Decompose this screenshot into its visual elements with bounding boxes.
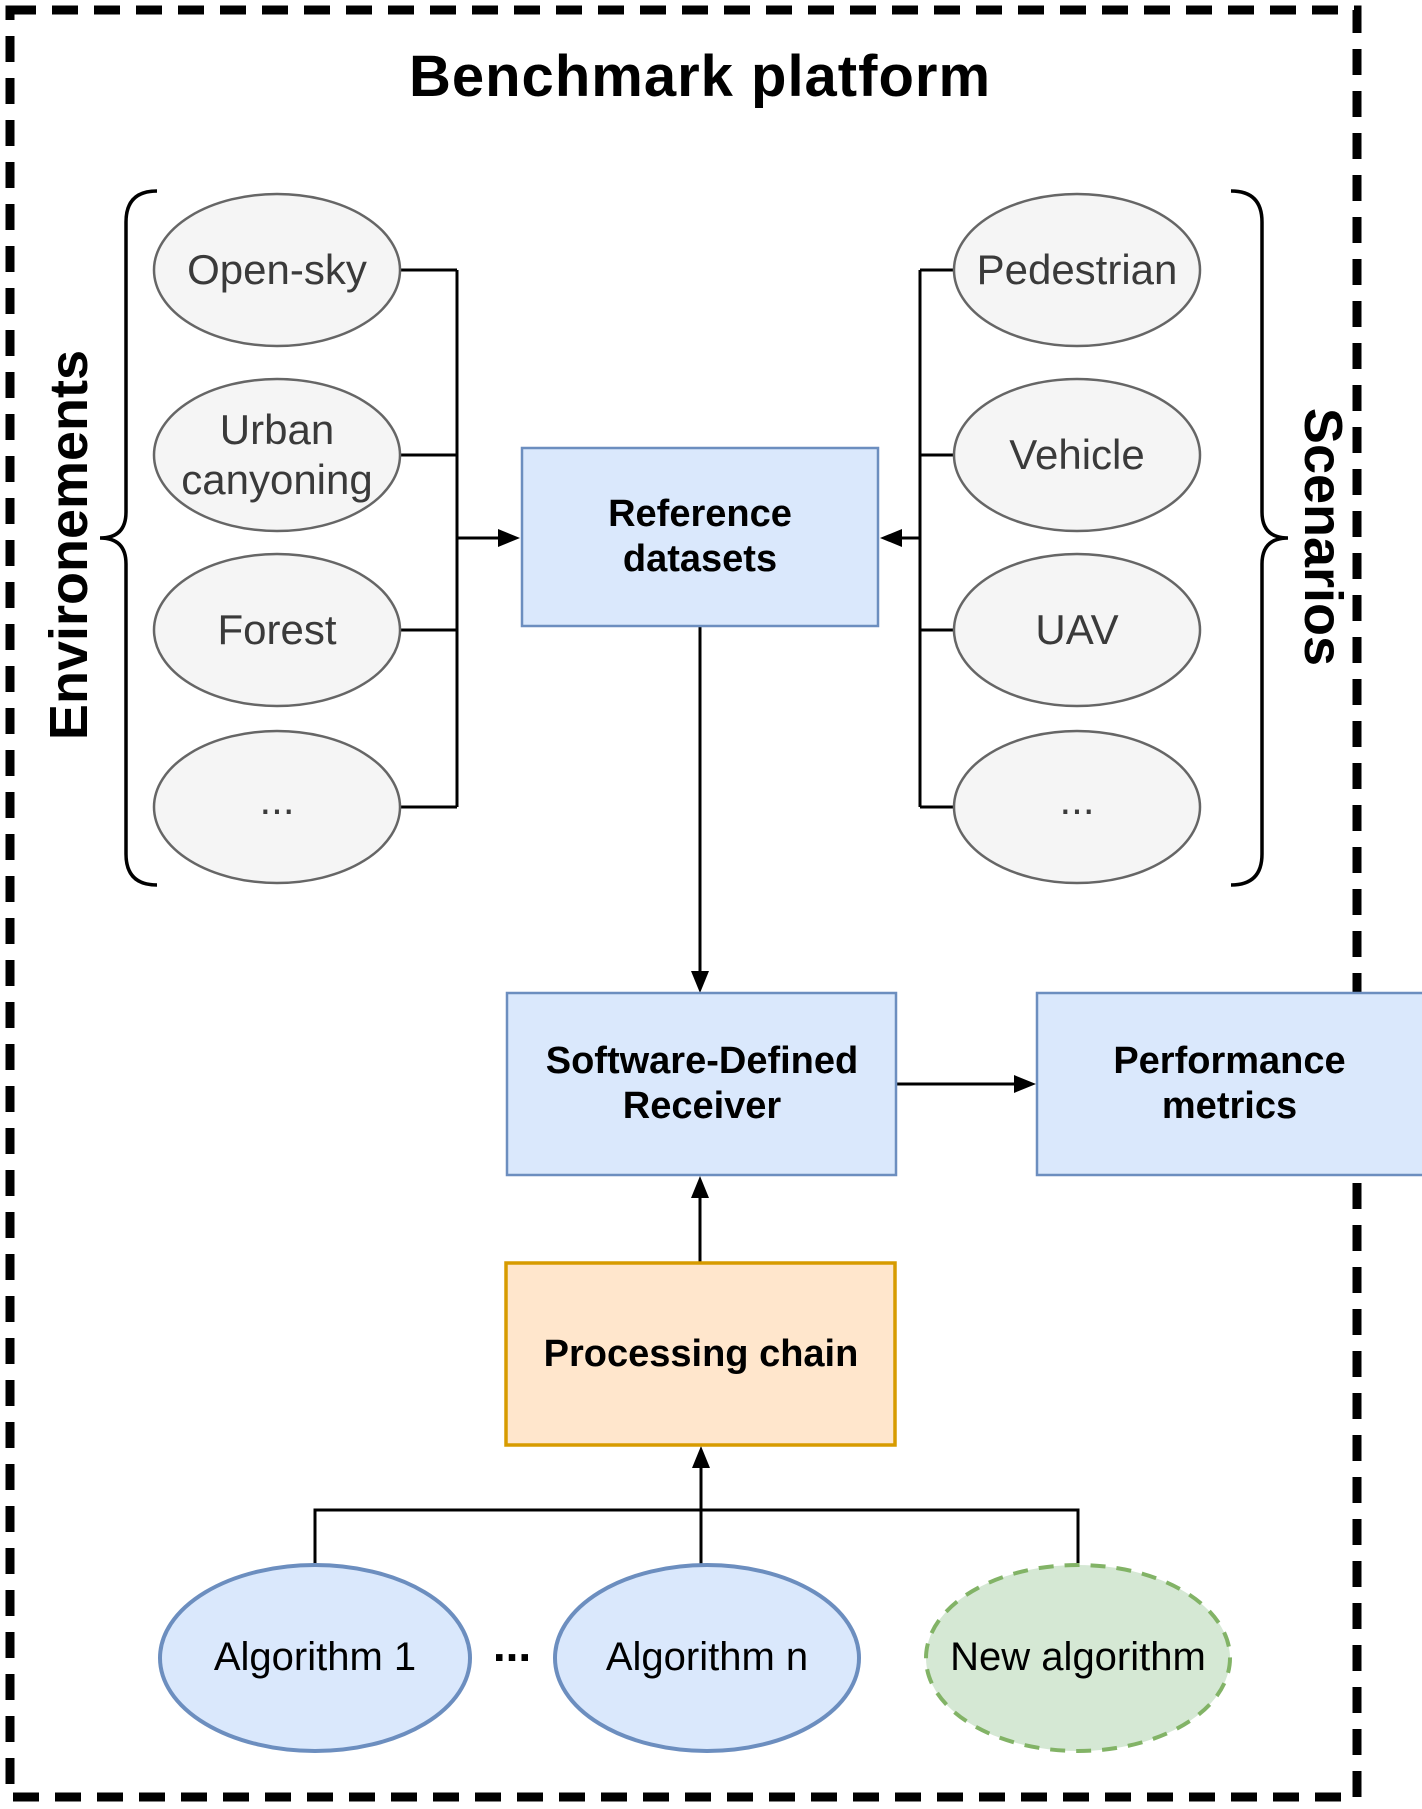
- scenarios-brace: [1230, 189, 1289, 887]
- label-new-algorithm: New algorithm: [950, 1635, 1206, 1680]
- label-reference-datasets: Reference datasets: [608, 493, 792, 580]
- label-forest: Forest: [217, 606, 337, 654]
- box-performance-metrics: [1035, 991, 1422, 1177]
- ellipse-uav: [952, 552, 1202, 708]
- label-pedestrian: Pedestrian: [976, 246, 1178, 294]
- ellipse-pedestrian: [952, 192, 1202, 348]
- label-algorithm-1: Algorithm 1: [213, 1635, 417, 1680]
- box-processing-chain: [504, 1261, 897, 1447]
- box-software-defined-receiver: [505, 991, 898, 1177]
- ellipse-scenarios-more: [952, 729, 1202, 885]
- scenarios-label: Scenarios: [1292, 407, 1353, 667]
- label-algorithms-separator: ...: [492, 1618, 532, 1671]
- ellipse-new-algorithm: [924, 1563, 1232, 1753]
- algorithms-connector: [313, 1466, 1080, 1566]
- environments-label: Environements: [39, 349, 100, 741]
- ellipse-algorithm-1: [158, 1563, 472, 1753]
- figure-title: Benchmark platform: [408, 44, 992, 110]
- ellipse-vehicle: [952, 377, 1202, 533]
- label-scenarios-more: ...: [1059, 776, 1095, 824]
- box-reference-datasets: [520, 446, 880, 628]
- ellipse-environments-more: [152, 729, 402, 885]
- label-algorithm-n: Algorithm n: [605, 1635, 809, 1680]
- arrow-environments-to-reference: [498, 529, 520, 547]
- ellipse-open-sky: [152, 192, 402, 348]
- ellipse-urban-canyoning: [152, 377, 402, 533]
- label-processing-chain: Processing chain: [543, 1332, 859, 1375]
- arrow-algorithms-to-chain: [692, 1446, 710, 1468]
- ellipse-algorithm-n: [553, 1563, 861, 1753]
- label-uav: UAV: [1035, 606, 1119, 654]
- environments-brace: [99, 189, 158, 887]
- ellipse-forest: [152, 552, 402, 708]
- label-vehicle: Vehicle: [1009, 431, 1145, 479]
- scenarios-connector: [900, 268, 954, 809]
- environments-connector: [398, 268, 500, 809]
- arrow-chain-to-receiver: [691, 1176, 709, 1198]
- label-urban-canyoning: Urban canyoning: [181, 406, 373, 503]
- label-open-sky: Open-sky: [187, 246, 367, 294]
- arrow-reference-to-receiver: [691, 971, 709, 993]
- arrow-scenarios-to-reference: [880, 529, 902, 547]
- label-performance-metrics: Performance metrics: [1113, 1040, 1346, 1127]
- label-software-defined-receiver: Software-Defined Receiver: [545, 1040, 859, 1127]
- label-environments-more: ...: [259, 776, 295, 824]
- outer-dashed-border: [5, 5, 1362, 1802]
- arrow-receiver-to-metrics: [1014, 1075, 1036, 1093]
